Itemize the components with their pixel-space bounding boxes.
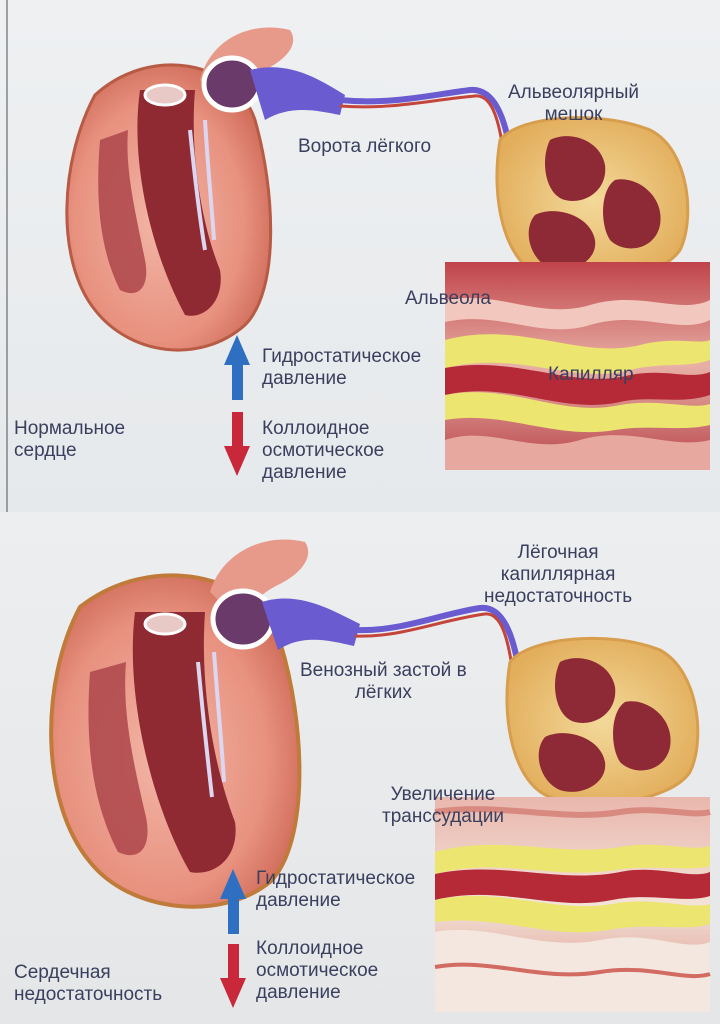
- alveolar-sac-label: Альвеолярный мешок: [508, 82, 639, 126]
- pulmonary-trunk: [262, 599, 360, 650]
- hydrostatic-pressure-label: Гидростатическое давление: [262, 346, 421, 390]
- alveolar-sac: [507, 638, 698, 804]
- normal-heart-panel: Ворота лёгкого Альвеолярный мешок Альвео…: [0, 0, 720, 512]
- colloid-osmotic-pressure-label: Коллоидное осмотическое давление: [262, 418, 384, 484]
- alveolus-label: Альвеола: [405, 288, 491, 310]
- hydrostatic-pressure-label: Гидростатическое давление: [256, 868, 415, 912]
- pulmonary-trunk: [250, 67, 345, 120]
- aortic-valve: [204, 58, 260, 110]
- pulmonary-valve: [145, 614, 185, 634]
- normal-heart: [67, 27, 345, 350]
- failing-heart: [51, 539, 360, 906]
- colloid-arrow-down: [224, 412, 250, 476]
- capillary-label: Капилляр: [548, 364, 634, 386]
- hydrostatic-arrow-up: [224, 335, 250, 400]
- colloid-arrow-down: [220, 944, 246, 1008]
- transudation-section: [435, 797, 710, 1012]
- heart-failure-panel: Лёгочная капиллярная недостаточность Вен…: [0, 512, 720, 1024]
- heart-failure-condition-label: Сердечная недостаточность: [14, 962, 162, 1006]
- normal-heart-condition-label: Нормальное сердце: [14, 418, 125, 462]
- colloid-osmotic-pressure-label: Коллоидное осмотическое давление: [256, 938, 378, 1004]
- alveolar-sac: [497, 118, 688, 282]
- hilum-label: Ворота лёгкого: [298, 136, 431, 158]
- transudation-increase-label: Увеличение транссудации: [382, 784, 504, 828]
- venous-congestion-label: Венозный застой в лёгких: [300, 660, 467, 704]
- pulmonary-capillary-failure-label: Лёгочная капиллярная недостаточность: [484, 542, 632, 608]
- pulmonary-valve: [145, 85, 185, 105]
- aortic-valve: [213, 591, 273, 647]
